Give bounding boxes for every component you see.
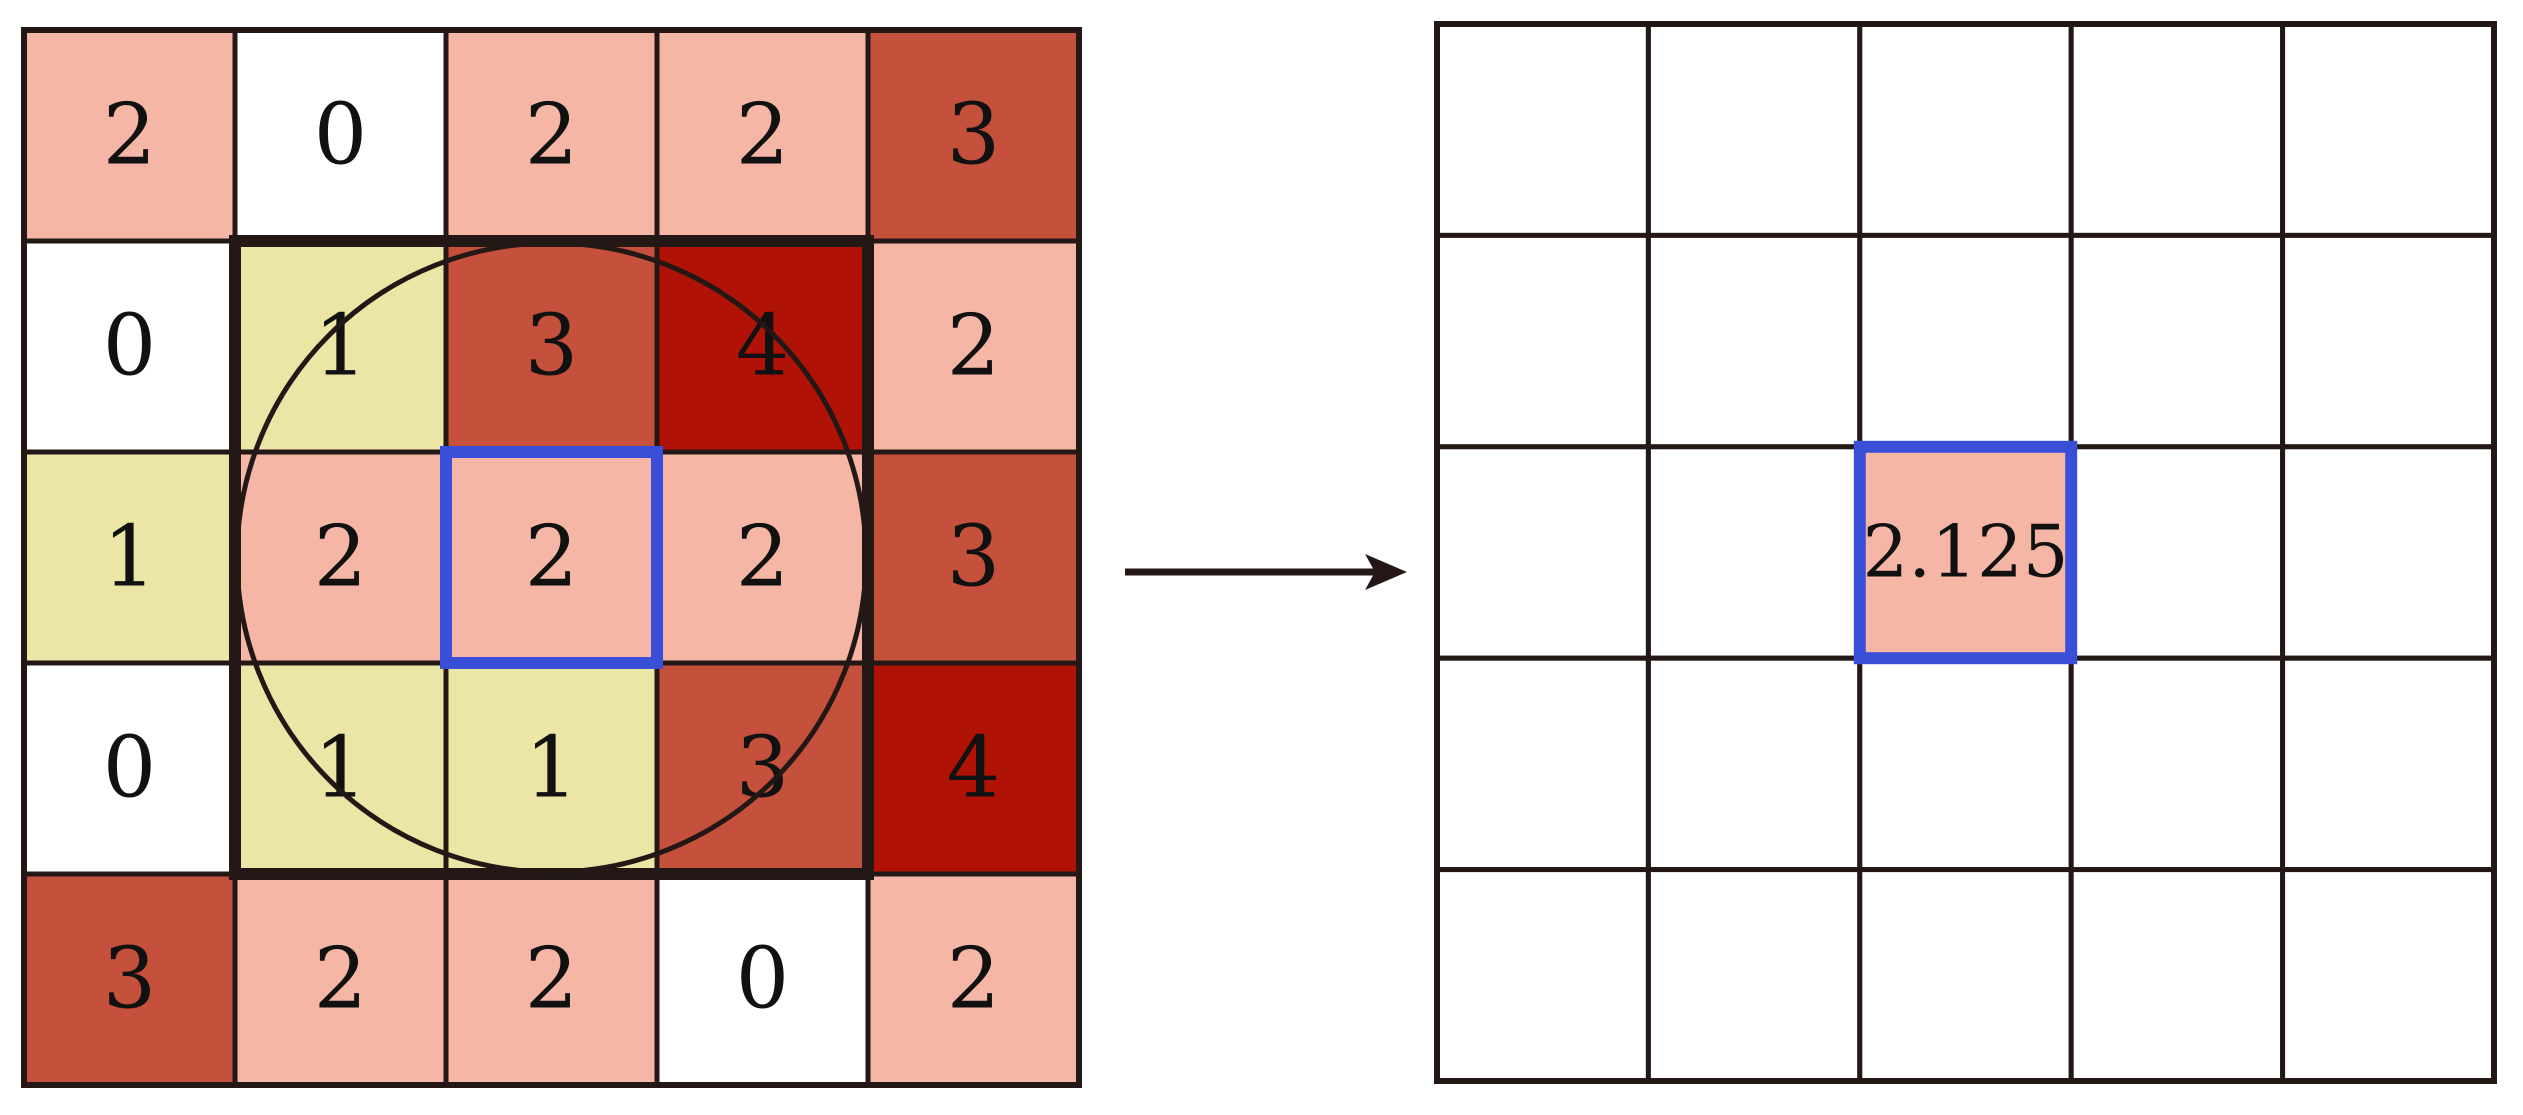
output-cell bbox=[1645, 21, 1863, 238]
output-grid: 2.125 bbox=[1434, 21, 2497, 1084]
input-cell-value: 1 bbox=[314, 719, 367, 817]
input-focal-highlight bbox=[440, 446, 663, 669]
output-cell bbox=[1434, 655, 1651, 873]
input-cell bbox=[654, 449, 871, 666]
input-cell-value: 2 bbox=[525, 86, 578, 184]
input-cell-value: 4 bbox=[736, 297, 789, 395]
input-cell-value: 0 bbox=[103, 297, 156, 395]
arrow-right-icon bbox=[1125, 554, 1407, 590]
output-focal-cell bbox=[1857, 444, 2074, 661]
input-cell-value: 3 bbox=[736, 719, 789, 817]
output-cell bbox=[1434, 444, 1651, 661]
output-cell bbox=[1434, 867, 1651, 1084]
output-cell bbox=[2068, 655, 2286, 873]
output-grid-border bbox=[1434, 21, 2497, 1084]
input-cell-value: 0 bbox=[314, 86, 367, 184]
input-cell-value: 0 bbox=[103, 719, 156, 817]
output-cell bbox=[2280, 21, 2497, 238]
input-grid: 2 0 2 2 3 0 1 3 4 2 1 2 2 2 3 0 1 1 3 4 3 2 2 0 2 bbox=[21, 27, 1082, 1088]
input-cell bbox=[232, 27, 449, 244]
output-cell bbox=[2280, 655, 2497, 873]
output-cell bbox=[2280, 444, 2497, 661]
neighborhood-window bbox=[229, 235, 874, 880]
input-cell-value: 2 bbox=[525, 930, 578, 1028]
input-cell-value: 2 bbox=[736, 86, 789, 184]
input-cell-value: 2 bbox=[314, 508, 367, 606]
output-cell bbox=[1645, 867, 1863, 1084]
input-cell bbox=[443, 449, 660, 666]
input-cell-value: 1 bbox=[103, 508, 156, 606]
input-cell-value: 3 bbox=[947, 86, 1000, 184]
input-cell-value: 2 bbox=[947, 930, 1000, 1028]
input-cell-value: 1 bbox=[314, 297, 367, 395]
input-cell-value: 1 bbox=[525, 719, 578, 817]
output-cell bbox=[1645, 444, 1863, 661]
output-cell bbox=[2068, 21, 2286, 238]
output-cell bbox=[1434, 232, 1651, 450]
input-cell-value: 3 bbox=[525, 297, 578, 395]
output-cell bbox=[2068, 867, 2286, 1084]
input-grid-border bbox=[21, 27, 1082, 1088]
output-cell bbox=[1857, 867, 2074, 1084]
input-cell-value: 2 bbox=[736, 508, 789, 606]
input-cell-value: 0 bbox=[736, 930, 789, 1028]
input-cell-value: 2 bbox=[314, 930, 367, 1028]
input-cell-value: 3 bbox=[103, 930, 156, 1028]
input-cell bbox=[865, 238, 1082, 455]
output-cell bbox=[2280, 232, 2497, 450]
input-cell bbox=[21, 449, 238, 666]
window-circle bbox=[234, 240, 869, 875]
input-cell-value: 2 bbox=[947, 297, 1000, 395]
output-cell bbox=[1645, 232, 1863, 450]
output-cell bbox=[1857, 655, 2074, 873]
input-cell-value: 2 bbox=[103, 86, 156, 184]
input-cell bbox=[443, 238, 660, 455]
output-cell bbox=[2068, 444, 2286, 661]
arrow-head bbox=[1365, 554, 1407, 590]
output-cell bbox=[1434, 21, 1651, 238]
input-cell-value: 2 bbox=[525, 508, 578, 606]
output-cell bbox=[1645, 655, 1863, 873]
output-cell bbox=[2068, 232, 2286, 450]
output-cell bbox=[1857, 21, 2074, 238]
input-cell-value: 3 bbox=[947, 508, 1000, 606]
output-cell bbox=[2280, 867, 2497, 1084]
output-cell bbox=[1857, 232, 2074, 450]
output-focal-highlight bbox=[1853, 440, 2078, 665]
input-cell bbox=[443, 871, 660, 1088]
input-cell-value: 4 bbox=[947, 719, 1000, 817]
input-cell bbox=[232, 449, 449, 666]
output-focal-value: 2.125 bbox=[1862, 510, 2068, 594]
